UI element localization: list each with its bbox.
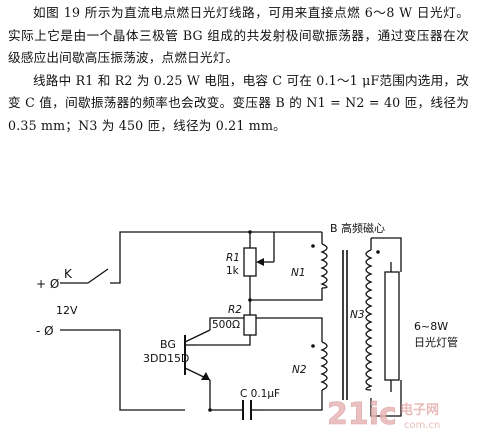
watermark-21ic: 21ic — [327, 397, 397, 432]
lamp-name-label: 日光灯管 — [414, 335, 458, 349]
lamp-tube — [384, 271, 400, 381]
r1-value: 1k — [226, 265, 240, 277]
watermark-url: com.cn — [404, 420, 440, 431]
plus-terminal-label: + Ø — [36, 277, 59, 291]
n1-coil — [320, 243, 328, 289]
r1-label: R1 — [226, 252, 240, 264]
r2-value: 500Ω — [212, 319, 240, 331]
transistor-emitter-arrow — [201, 372, 210, 380]
watermark-logo: 21ic 电子网 com.cn — [327, 397, 441, 432]
paragraph-2: 线路中 R1 和 R2 为 0.25 W 电阻，电容 C 可在 0.1～1 μF… — [8, 72, 469, 133]
voltage-label: 12V — [56, 304, 78, 317]
n3-label: N3 — [350, 309, 365, 321]
article-text: 如图 19 所示为直流电点燃日光灯线路，可用来直接点燃 6～8 W 日光灯。实际… — [8, 2, 469, 138]
n1-label: N1 — [291, 267, 306, 279]
capacitor-label: C 0.1μF — [240, 388, 280, 400]
switch-blade — [87, 268, 109, 284]
lamp-power-label: 6~8W — [414, 320, 448, 333]
switch-label: K — [64, 267, 73, 281]
junction-dot — [248, 230, 252, 234]
n2-coil — [320, 341, 328, 391]
transistor-model: 3DD15D — [143, 352, 189, 365]
transformer-label: B 高频磁心 — [330, 221, 385, 235]
junction-dot — [208, 408, 212, 412]
r2-resistor — [243, 314, 257, 336]
minus-terminal-label: - Ø — [36, 324, 54, 338]
transistor-label: BG — [160, 338, 176, 351]
r2-label: R2 — [228, 304, 242, 316]
circuit-wires — [60, 231, 402, 420]
n2-label: N2 — [292, 364, 307, 376]
r1-resistor — [243, 247, 257, 277]
n1-dot — [311, 244, 315, 248]
r1-wiper-arrow — [256, 258, 264, 266]
junction-dot — [248, 298, 252, 302]
n2-dot — [311, 344, 315, 348]
watermark-text: 电子网 — [400, 402, 439, 418]
paragraph-1: 如图 19 所示为直流电点燃日光灯线路，可用来直接点燃 6～8 W 日光灯。实际… — [8, 5, 469, 66]
n3-coil — [365, 249, 373, 391]
n3-dot — [376, 250, 380, 254]
